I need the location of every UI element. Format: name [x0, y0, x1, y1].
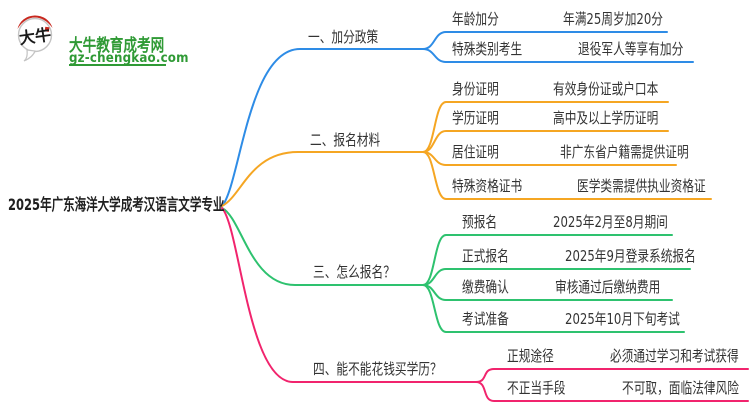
logo-underline — [69, 64, 166, 66]
item-value: 2025年10月下旬考试 — [565, 310, 680, 328]
item-label: 学历证明 — [452, 109, 499, 127]
item-label: 考试准备 — [462, 310, 509, 328]
item-label: 正式报名 — [462, 247, 509, 265]
item-value: 非广东省户籍需提供证明 — [560, 143, 689, 161]
item-value: 退役军人等享有加分 — [578, 40, 684, 58]
badge-text: 大牛 — [18, 25, 52, 48]
item-label: 特殊类别考生 — [452, 40, 523, 58]
root-node: 2025年广东海洋大学成考汉语言文学专业 — [8, 195, 225, 214]
branch-1-title: 一、加分政策 — [308, 28, 379, 46]
item-value: 医学类需提供执业资格证 — [577, 177, 706, 195]
item-label: 缴费确认 — [462, 278, 509, 296]
bull-badge-icon: 大牛 — [17, 15, 53, 62]
item-label: 预报名 — [462, 213, 498, 231]
site-name: 大牛教育成考网 — [69, 36, 165, 56]
site-logo: 大牛 大牛教育成考网 gz-chengkao.com — [14, 12, 189, 70]
item-label: 特殊资格证书 — [452, 177, 523, 195]
item-value: 2025年9月登录系统报名 — [565, 247, 696, 265]
item-value: 必须通过学习和考试获得 — [610, 347, 739, 365]
item-value: 不可取，面临法律风险 — [622, 379, 740, 397]
item-label: 正规途径 — [507, 347, 554, 365]
item-label: 年龄加分 — [452, 10, 499, 28]
item-value: 2025年2月至8月期间 — [553, 213, 668, 231]
item-label: 不正当手段 — [507, 379, 566, 397]
branch-4-title: 四、能不能花钱买学历？ — [313, 360, 442, 378]
item-value: 年满25周岁加20分 — [563, 10, 663, 28]
item-value: 高中及以上学历证明 — [553, 109, 659, 127]
item-value: 有效身份证或户口本 — [553, 80, 659, 98]
item-label: 居住证明 — [452, 143, 499, 161]
branch-3-title: 三、怎么报名？ — [313, 263, 395, 281]
site-url: gz-chengkao.com — [69, 50, 189, 66]
item-value: 审核通过后缴纳费用 — [555, 278, 661, 296]
item-label: 身份证明 — [452, 80, 499, 98]
branch-2-title: 二、报名材料 — [310, 131, 381, 149]
